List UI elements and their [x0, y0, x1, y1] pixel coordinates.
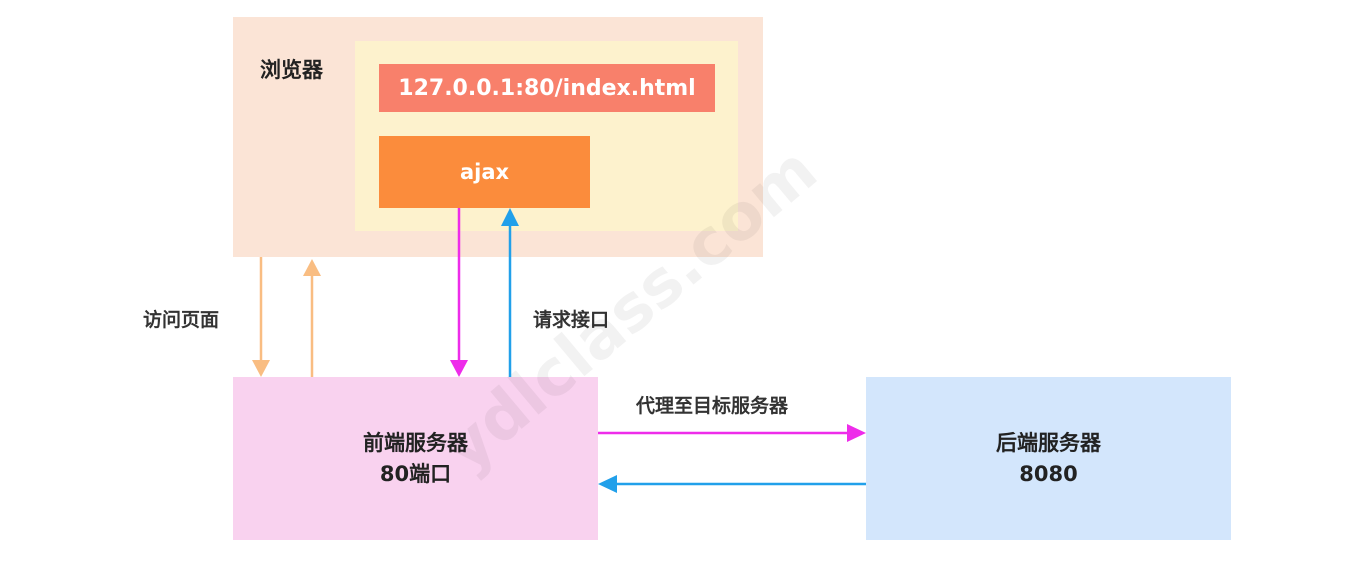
backend-server-port: 8080 [1019, 461, 1078, 486]
backend-server-title: 后端服务器 [996, 430, 1101, 455]
request-api-label: 请求接口 [533, 309, 610, 331]
proxy-request-arrowhead [847, 424, 866, 442]
frontend-server-title: 前端服务器 [363, 430, 468, 455]
url-bar: 127.0.0.1:80/index.html [379, 64, 715, 112]
ajax-response-arrowhead [501, 208, 519, 226]
visit-page-label: 访问页面 [143, 309, 220, 331]
proxy-label: 代理至目标服务器 [636, 395, 789, 417]
visit-response-arrowhead [303, 259, 321, 276]
frontend-server-box: 前端服务器 80端口 [233, 377, 598, 540]
visit-request-arrowhead [252, 360, 270, 377]
ajax-request-arrowhead [450, 360, 468, 377]
frontend-server-port: 80端口 [379, 461, 452, 486]
proxy-response-arrowhead [598, 475, 617, 493]
backend-server-box: 后端服务器 8080 [866, 377, 1231, 540]
browser-label: 浏览器 [260, 58, 323, 82]
ajax-box: ajax [379, 136, 590, 208]
